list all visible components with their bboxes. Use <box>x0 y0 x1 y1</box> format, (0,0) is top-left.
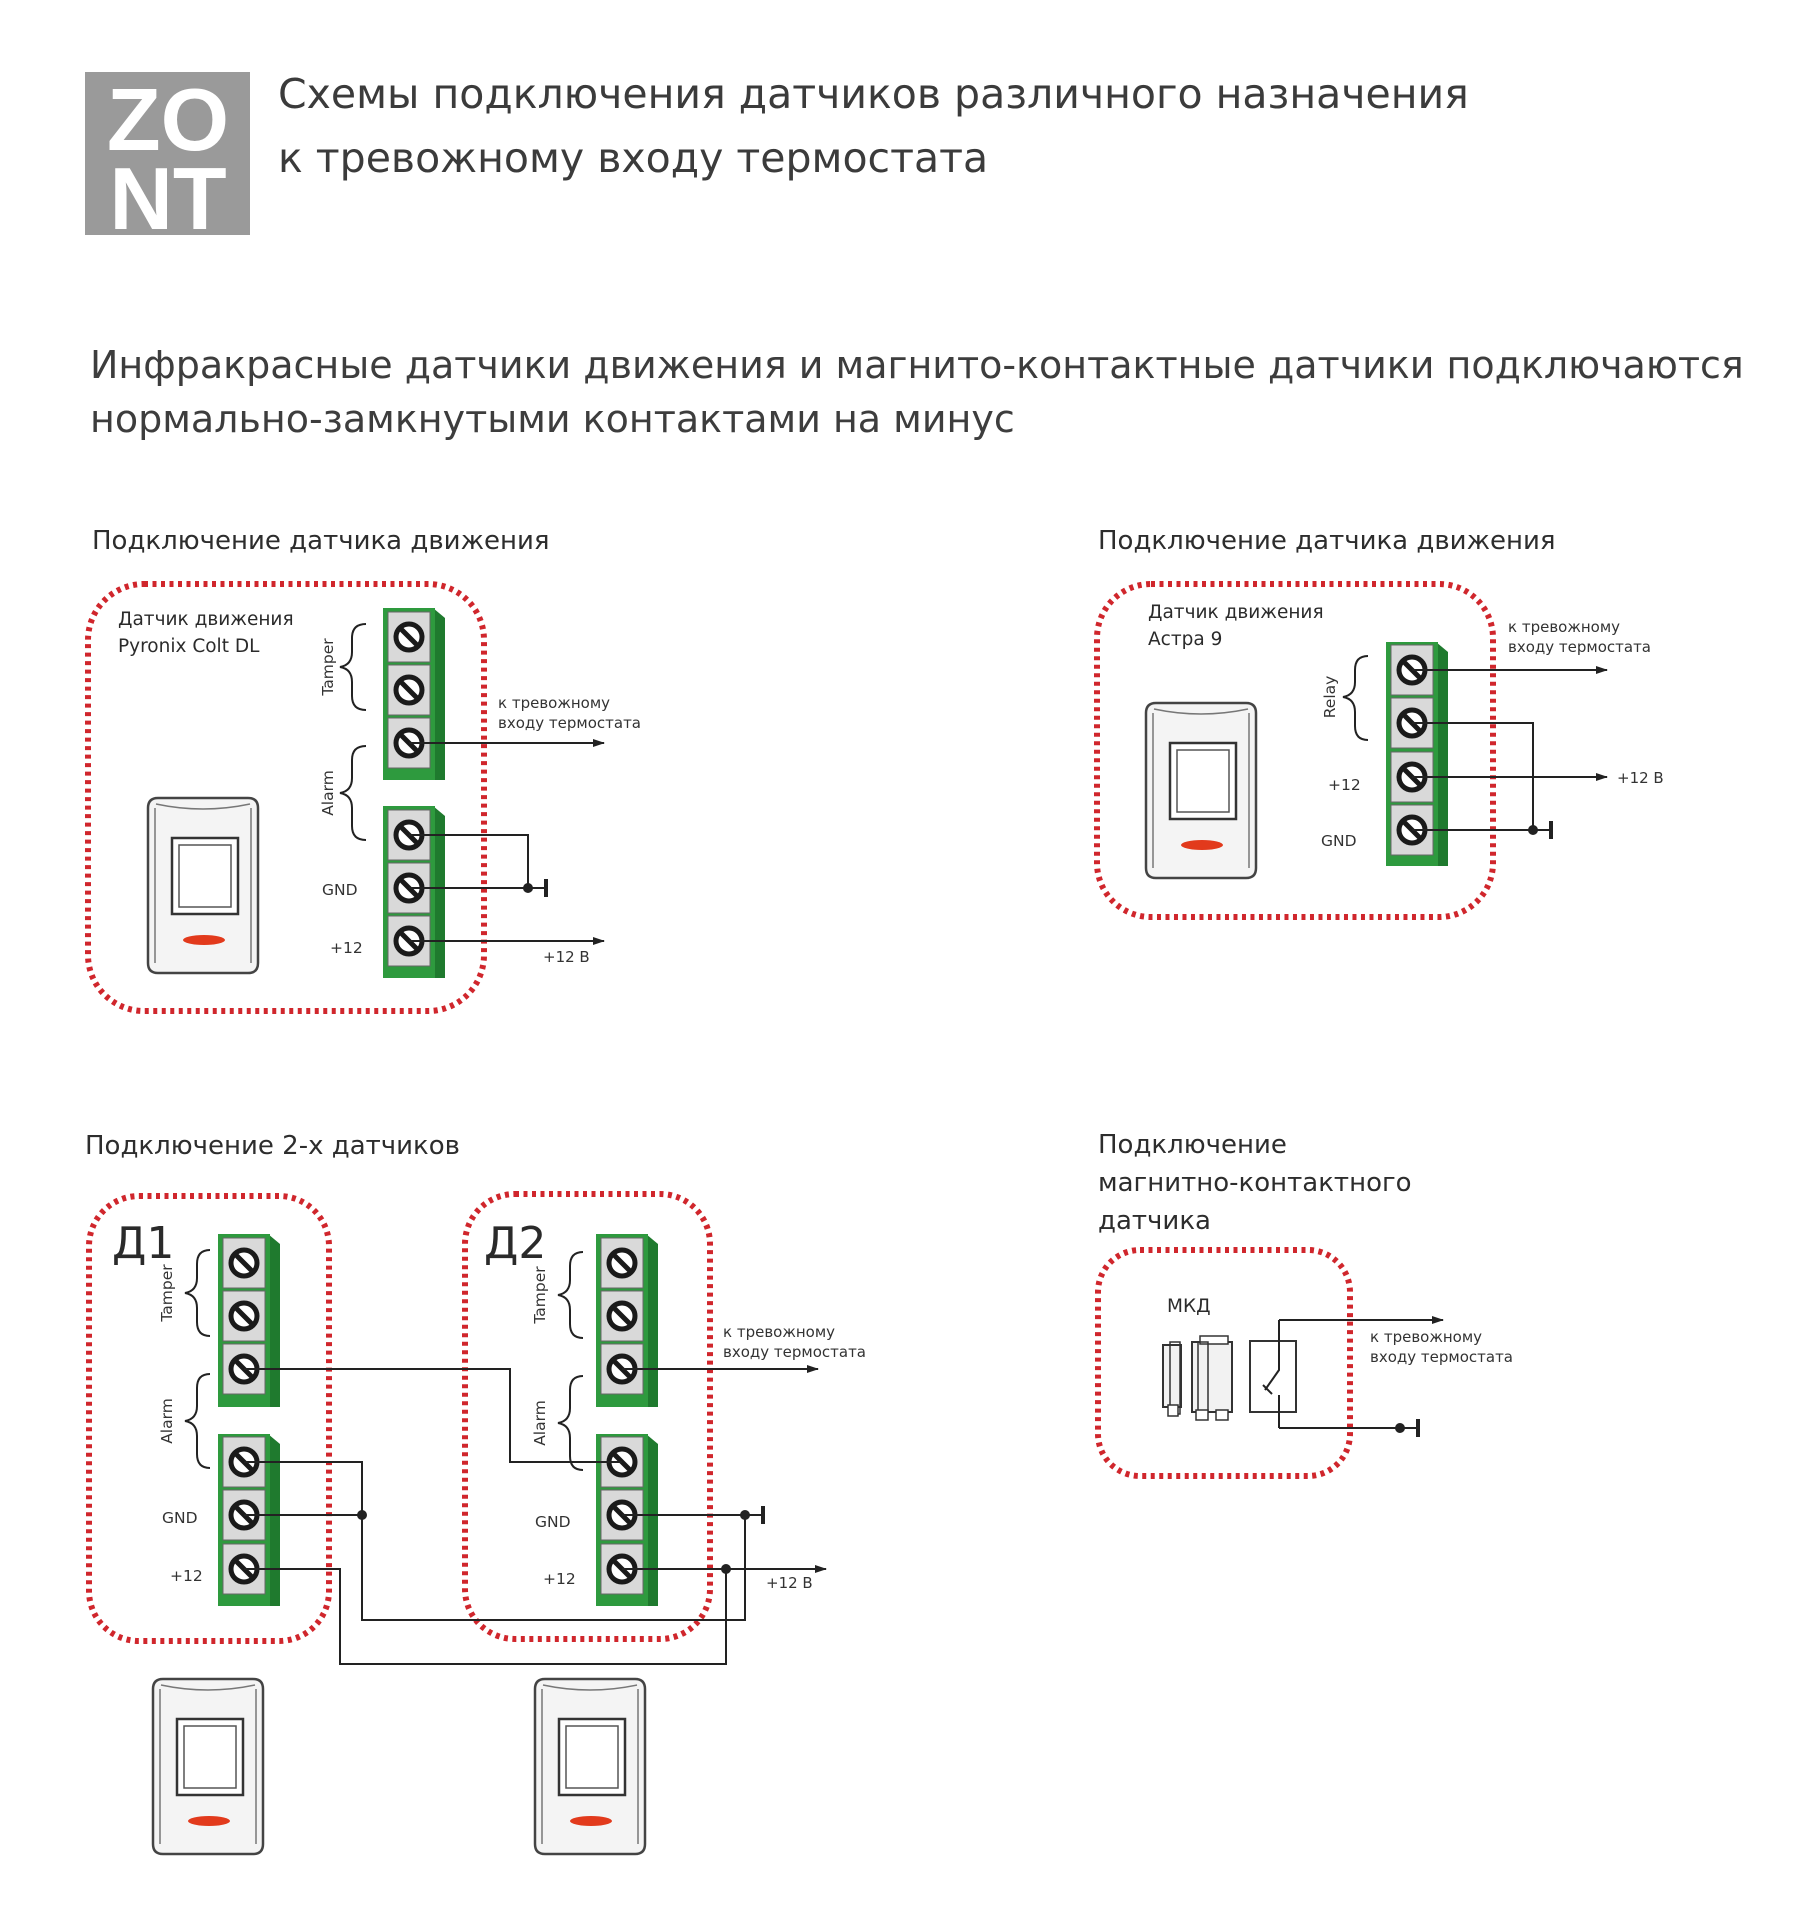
panel1-to-input-line1: к тревожному <box>498 694 610 712</box>
intro-line1: Инфракрасные датчики движения и магнито-… <box>90 343 1744 387</box>
d2-tamper-brace <box>557 1251 584 1339</box>
reed-switch-icon <box>1162 1335 1233 1421</box>
relay-brace <box>1342 655 1369 741</box>
terminal-block-side <box>433 608 445 780</box>
panel1-plus12-label: +12 <box>330 939 363 957</box>
motion-sensor-icon <box>151 1677 265 1856</box>
panel3-heading: Подключение 2-х датчиков <box>85 1131 460 1161</box>
tamper-brace <box>339 623 367 711</box>
terminal-block-side <box>268 1234 280 1407</box>
wire-d1-tamper-to-d2-alarm <box>244 1368 622 1463</box>
d1-label: Д1 <box>112 1218 174 1269</box>
panel2-device-line2: Астра 9 <box>1148 629 1222 650</box>
relay-icon <box>1249 1320 1297 1428</box>
wire-alarm-to-gnd <box>409 834 529 888</box>
panel1-alarm-label: Alarm <box>319 770 337 816</box>
page-title-line2: к тревожному входу термостата <box>278 134 988 182</box>
intro-line2: нормально-замкнутыми контактами на минус <box>90 397 1015 441</box>
screw-terminal-icon <box>388 612 430 662</box>
screw-terminal-icon <box>601 1291 643 1341</box>
panel-pyronix: Подключение датчика движения Датчик движ… <box>85 526 641 1014</box>
panel1-device-line2: Pyronix Colt DL <box>118 636 260 657</box>
d2-label: Д2 <box>484 1218 546 1269</box>
panel2-gnd-label: GND <box>1321 832 1357 850</box>
panel-astra: Подключение датчика движения Датчик движ… <box>1094 526 1664 920</box>
zont-logo: ZO NT <box>85 70 250 248</box>
wire-relay-to-gnd <box>1412 722 1534 830</box>
terminal-block-side <box>433 806 445 978</box>
panel4-mkd-label: МКД <box>1167 1296 1211 1317</box>
alarm-brace <box>339 745 367 841</box>
panel3-supply-label: +12 В <box>766 1574 813 1592</box>
panel-reed-switch: Подключение магнитно-контактного датчика… <box>1095 1130 1513 1479</box>
d1-gnd-label: GND <box>162 1509 198 1527</box>
ground-symbol-icon <box>1393 1417 1420 1439</box>
d1-alarm-label: Alarm <box>158 1398 176 1444</box>
panel2-plus12-label: +12 <box>1328 776 1361 794</box>
d1-tamper-brace <box>184 1249 211 1337</box>
terminal-block-side <box>646 1434 658 1606</box>
motion-sensor-icon <box>146 796 260 975</box>
wire-d1-alarm-to-gnd <box>244 1461 746 1621</box>
motion-sensor-icon <box>1144 701 1258 880</box>
panel3-to-input-line1: к тревожному <box>723 1323 835 1341</box>
terminal-block-side <box>646 1234 658 1407</box>
panel2-heading: Подключение датчика движения <box>1098 526 1556 556</box>
ground-symbol-icon <box>521 877 548 899</box>
panel2-to-input-line1: к тревожному <box>1508 618 1620 636</box>
panel4-heading-line1: Подключение <box>1098 1130 1287 1160</box>
panel4-to-input-line1: к тревожному <box>1370 1328 1482 1346</box>
logo-text-bottom: NT <box>109 149 226 248</box>
panel1-supply-label: +12 В <box>543 948 590 966</box>
screw-terminal-icon <box>223 1291 265 1341</box>
panel1-gnd-label: GND <box>322 881 358 899</box>
panel2-to-input-line2: входу термостата <box>1508 638 1651 656</box>
panel1-to-input-line2: входу термостата <box>498 714 641 732</box>
panel-two-sensors: Подключение 2-х датчиков Д1 Д2 Tamper Al… <box>85 1131 866 1856</box>
panel2-sensor-boundary <box>1094 581 1496 920</box>
panel1-sensor-boundary <box>85 581 487 1014</box>
junction-dot <box>357 1510 367 1520</box>
screw-terminal-icon <box>223 1238 265 1288</box>
terminal-block-side <box>1436 642 1448 866</box>
wire-d1-plus12 <box>244 1568 727 1665</box>
panel1-device-line1: Датчик движения <box>118 609 294 630</box>
panel4-heading-line2: магнитно-контактного <box>1098 1168 1412 1198</box>
terminal-block-side <box>268 1434 280 1606</box>
panel4-to-input-line2: входу термостата <box>1370 1348 1513 1366</box>
d1-plus12-label: +12 <box>170 1567 203 1585</box>
d2-alarm-brace <box>557 1375 584 1471</box>
panel4-heading-line3: датчика <box>1098 1206 1211 1236</box>
panel2-relay-label: Relay <box>1321 676 1339 719</box>
d2-gnd-label: GND <box>535 1513 571 1531</box>
motion-sensor-icon <box>533 1677 647 1856</box>
d1-alarm-brace <box>184 1373 211 1469</box>
d2-tamper-label: Tamper <box>531 1266 549 1325</box>
logo-background <box>85 72 250 235</box>
page-title-line1: Схемы подключения датчиков различного на… <box>278 70 1469 118</box>
d1-sensor-boundary <box>86 1193 332 1644</box>
d2-alarm-label: Alarm <box>531 1400 549 1446</box>
screw-terminal-icon <box>601 1238 643 1288</box>
d1-tamper-label: Tamper <box>158 1264 176 1323</box>
logo-text-top: ZO <box>107 70 229 169</box>
panel1-tamper-label: Tamper <box>319 638 337 697</box>
panel1-heading: Подключение датчика движения <box>92 526 550 556</box>
ground-symbol-icon <box>1526 819 1553 841</box>
screw-terminal-icon <box>388 665 430 715</box>
panel2-supply-label: +12 В <box>1617 769 1664 787</box>
d2-plus12-label: +12 <box>543 1570 576 1588</box>
ground-symbol-icon <box>738 1504 765 1526</box>
panel2-device-line1: Датчик движения <box>1148 602 1324 623</box>
junction-dot <box>721 1564 731 1574</box>
panel3-to-input-line2: входу термостата <box>723 1343 866 1361</box>
